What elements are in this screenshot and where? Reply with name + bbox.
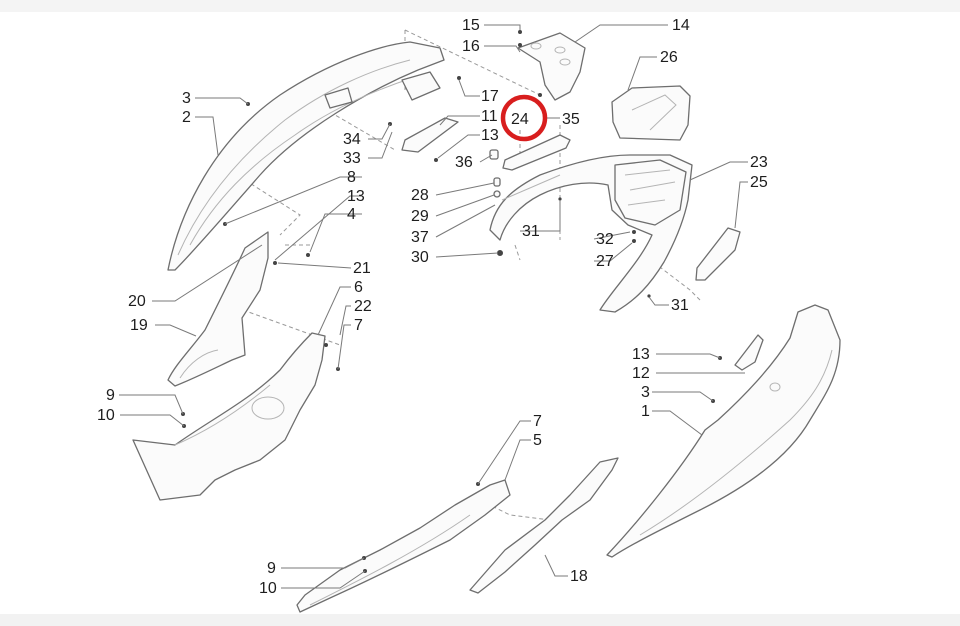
part-1-right-side-panel (606, 304, 841, 558)
part-25-trim (695, 227, 741, 281)
label-29: 29 (411, 208, 429, 225)
label-31: 31 (671, 297, 689, 314)
label-6: 6 (354, 279, 363, 296)
label-14: 14 (672, 17, 690, 34)
bottom-border-band (0, 614, 960, 626)
label-23: 23 (750, 154, 768, 171)
label-34: 34 (343, 131, 361, 148)
part-19-left-cover (167, 231, 269, 387)
part-11-bracket (401, 117, 459, 162)
label-5: 5 (533, 432, 542, 449)
label-19: 19 (130, 317, 148, 334)
label-35: 35 (562, 111, 580, 128)
label-7: 7 (533, 413, 542, 430)
label-20: 20 (128, 293, 146, 310)
part-14-top-plate (517, 30, 586, 101)
label-8: 8 (347, 169, 356, 186)
label-30: 30 (411, 249, 429, 266)
label-12: 12 (632, 365, 650, 382)
label-36: 36 (455, 154, 473, 171)
label-31: 31 (522, 223, 540, 240)
label-3: 3 (641, 384, 650, 401)
label-2: 2 (182, 109, 191, 126)
label-18: 18 (570, 568, 588, 585)
label-21: 21 (353, 260, 371, 277)
label-13: 13 (481, 127, 499, 144)
part-26-pad (611, 85, 691, 141)
label-4: 4 (347, 206, 356, 223)
highlight-circle-part-24 (500, 94, 548, 142)
part-23-grab-rail (489, 154, 693, 313)
top-border-band (0, 0, 960, 12)
label-28: 28 (411, 187, 429, 204)
label-27: 27 (596, 253, 614, 270)
label-17: 17 (481, 88, 499, 105)
label-32: 32 (596, 231, 614, 248)
fasteners-center (489, 149, 651, 298)
label-22: 22 (354, 298, 372, 315)
label-37: 37 (411, 229, 429, 246)
label-7: 7 (354, 317, 363, 334)
label-15: 15 (462, 17, 480, 34)
label-16: 16 (462, 38, 480, 55)
label-10: 10 (259, 580, 277, 597)
label-11: 11 (481, 108, 498, 125)
part-labels: 15 14 16 26 3 2 17 11 24 35 13 34 33 36 … (97, 17, 768, 597)
part-12-clip (734, 334, 764, 371)
label-24: 24 (511, 111, 529, 128)
label-33: 33 (343, 150, 361, 167)
label-9: 9 (267, 560, 276, 577)
label-3: 3 (182, 90, 191, 107)
part-18-trim-strip (469, 457, 619, 594)
label-1: 1 (641, 403, 650, 420)
part-24-strip (502, 134, 571, 171)
label-10: 10 (97, 407, 115, 424)
part-2-rear-side-panel (167, 41, 445, 271)
label-9: 9 (106, 387, 115, 404)
label-26: 26 (660, 49, 678, 66)
label-25: 25 (750, 174, 768, 191)
part-6-lower-panel (132, 332, 326, 501)
leader-lines (119, 24, 748, 589)
label-13: 13 (347, 188, 365, 205)
part-5-lower-center-panel (296, 479, 511, 613)
label-13: 13 (632, 346, 650, 363)
